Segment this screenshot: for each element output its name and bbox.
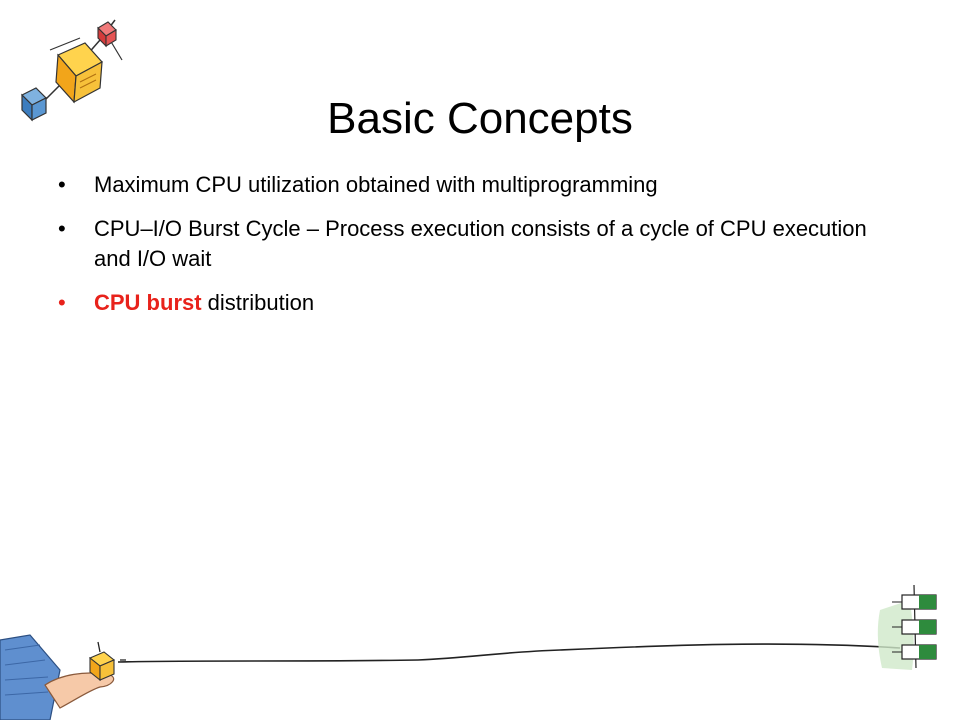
- bullet-text: CPU–I/O Burst Cycle – Process execution …: [94, 216, 867, 271]
- bullet-item: • CPU–I/O Burst Cycle – Process executio…: [58, 214, 908, 274]
- highlight-term: CPU burst: [94, 290, 202, 315]
- bullet-item: • CPU burst distribution: [58, 288, 908, 318]
- hand-holding-cube-icon: [0, 634, 126, 720]
- slide-title: Basic Concepts: [327, 94, 633, 144]
- bullet-list: • Maximum CPU utilization obtained with …: [58, 170, 908, 332]
- cubes-network-icon: [20, 19, 123, 122]
- connector-wire-icon: [117, 643, 901, 663]
- bullet-marker: •: [58, 216, 66, 241]
- bullet-item: • Maximum CPU utilization obtained with …: [58, 170, 908, 200]
- bullet-text: distribution: [201, 290, 315, 315]
- bullet-marker: •: [58, 172, 66, 197]
- stacked-cpu-boxes-icon: [877, 584, 937, 670]
- bullet-marker: •: [58, 290, 66, 315]
- bullet-text: Maximum CPU utilization obtained with mu…: [94, 172, 658, 197]
